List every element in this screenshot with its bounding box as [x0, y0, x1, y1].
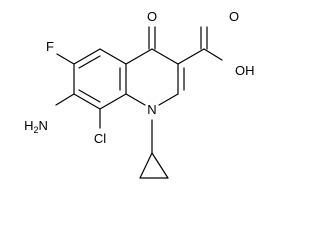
atom-oxygen-carbonyl: O: [229, 9, 239, 24]
atom-oxygen-ketone: O: [147, 9, 157, 24]
bond-c6-f: [56, 53, 75, 65]
atom-amino: H2N: [24, 118, 48, 135]
fluoro-substituent: F: [46, 39, 75, 65]
ring-nitrogen: N: [147, 102, 156, 117]
ketone-group: O: [147, 9, 157, 50]
bond-c7-c8: [73, 93, 101, 110]
bond-c3-cooh: [177, 48, 205, 65]
molecule-structure: O O OH F H2N Cl N: [24, 9, 255, 179]
carboxylic-acid-group: O OH: [177, 9, 255, 78]
atom-chlorine: Cl: [94, 131, 106, 146]
bond-c8-c8a: [99, 93, 127, 110]
atom-nitrogen: N: [147, 102, 156, 117]
bond-cyclopropyl-left: [139, 152, 153, 179]
bond-cooh-oh: [203, 48, 223, 61]
benzene-ring: [73, 48, 127, 110]
bond-c4a-c5: [99, 48, 127, 65]
bond-c5-c6: [73, 48, 101, 65]
amino-substituent: H2N: [24, 93, 75, 135]
chemical-structure-canvas: O O OH F H2N Cl N: [24, 9, 255, 179]
bond-c7-c8-double: [78, 89, 101, 103]
bond-c4a-c4: [125, 48, 153, 65]
chloro-substituent: Cl: [94, 108, 106, 146]
pyridone-ring: [125, 48, 185, 106]
bond-n1-c8a: [125, 93, 146, 106]
bond-c4-c3: [151, 48, 179, 65]
atom-hydroxyl: OH: [235, 63, 255, 78]
bond-c7-nh2: [55, 93, 75, 106]
cyclopropyl-group: [139, 119, 169, 179]
bond-cyclopropyl-right: [151, 152, 169, 179]
atom-fluorine: F: [46, 39, 54, 54]
bond-c2-n1: [158, 93, 179, 106]
bond-c5-c6-double: [78, 55, 101, 69]
